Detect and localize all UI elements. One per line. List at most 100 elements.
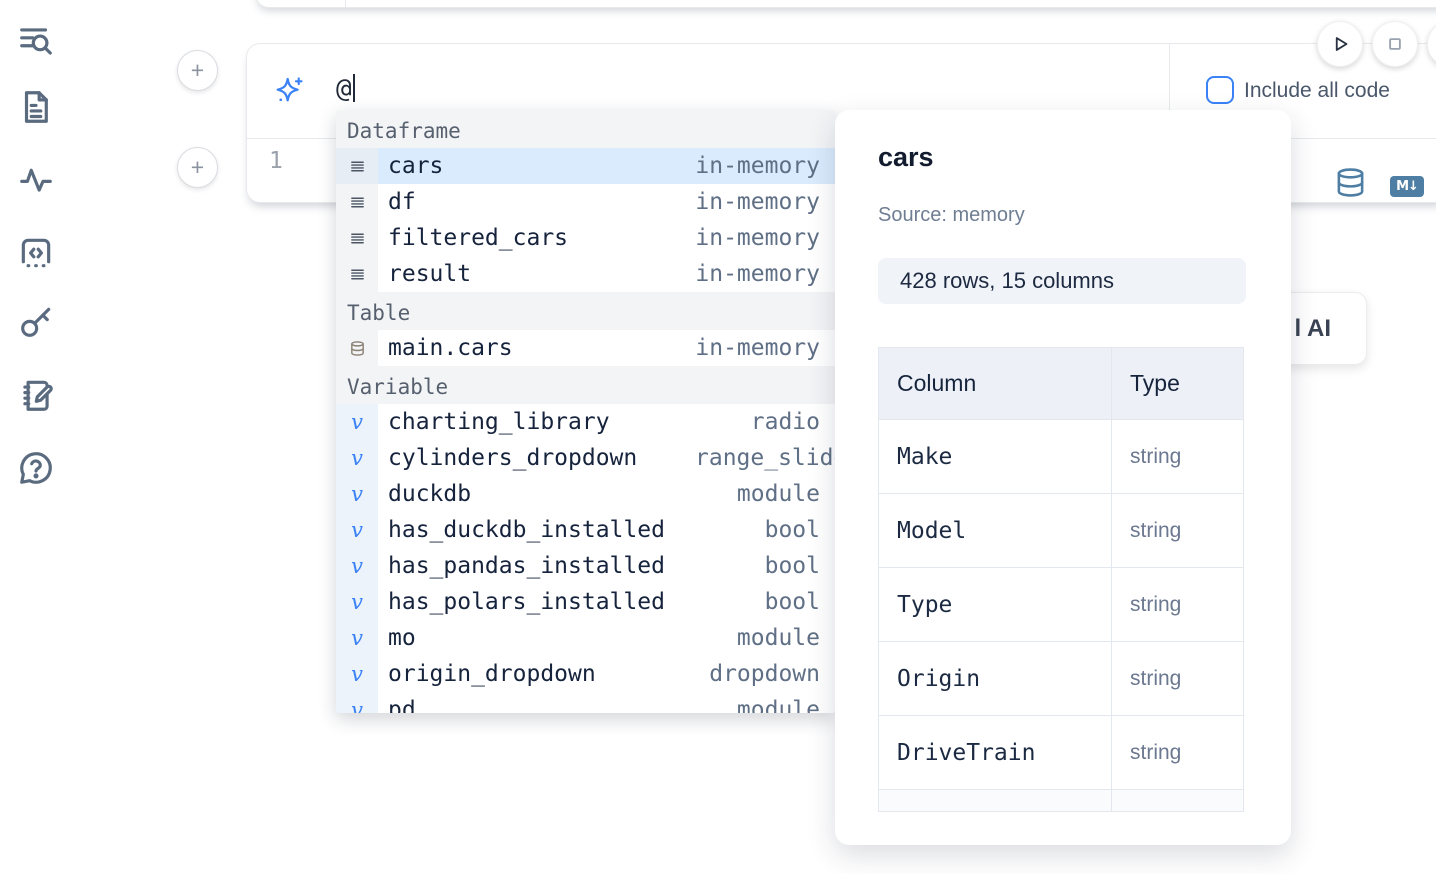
previous-cell-gutter-divider — [345, 0, 346, 8]
run-cell-button[interactable] — [1317, 21, 1363, 67]
text-cursor — [352, 74, 355, 102]
autocomplete-section-header: Table — [336, 292, 835, 330]
autocomplete-section-header: Variable — [336, 366, 835, 404]
scratchpad-icon[interactable] — [17, 376, 55, 414]
stop-icon — [1389, 38, 1401, 50]
key-icon[interactable] — [17, 303, 55, 341]
schema-column-type: string — [1130, 740, 1182, 764]
dataframe-icon — [336, 220, 378, 256]
variable-icon: v — [336, 440, 378, 476]
autocomplete-item-name: has_polars_installed — [388, 589, 665, 615]
snippets-icon[interactable] — [17, 234, 55, 272]
include-all-code-label: Include all code — [1244, 79, 1390, 102]
autocomplete-item-type: in-memory — [695, 261, 820, 287]
schema-row-partial — [879, 790, 1243, 811]
schema-header-column: Column — [879, 348, 1112, 419]
autocomplete-item[interactable]: filtered_cars in-memory — [336, 220, 835, 256]
schema-column-name: DriveTrain — [897, 739, 1036, 766]
line-number: 1 — [269, 148, 283, 174]
autocomplete-item[interactable]: cars in-memory — [336, 148, 835, 184]
previous-cell-edge — [255, 0, 1436, 8]
help-icon[interactable] — [17, 449, 55, 487]
autocomplete-item[interactable]: main.cars in-memory — [336, 330, 835, 366]
preview-summary-badge: 428 rows, 15 columns — [878, 258, 1246, 304]
dataframe-icon — [336, 148, 378, 184]
variable-icon: v — [336, 512, 378, 548]
autocomplete-item-type: bool — [764, 553, 820, 579]
variable-icon: v — [336, 404, 378, 440]
toc-search-icon[interactable] — [17, 22, 55, 60]
dataframe-preview-panel: cars Source: memory 428 rows, 15 columns… — [835, 110, 1291, 845]
schema-row: Model string — [879, 494, 1243, 568]
variable-icon: v — [336, 620, 378, 656]
autocomplete-item-name: result — [388, 261, 472, 287]
schema-row: DriveTrain string — [879, 716, 1243, 790]
autocomplete-item-name: has_duckdb_installed — [388, 517, 665, 543]
autocomplete-item-name: origin_dropdown — [388, 661, 596, 687]
autocomplete-item-type: radio — [750, 409, 820, 435]
autocomplete-item[interactable]: v has_duckdb_installed bool — [336, 512, 835, 548]
autocomplete-item-type: in-memory — [695, 225, 820, 251]
activity-icon[interactable] — [17, 160, 55, 198]
preview-source: Source: memory — [878, 204, 1025, 226]
autocomplete-item[interactable]: result in-memory — [336, 256, 835, 292]
autocomplete-item-type: module — [736, 481, 820, 507]
variable-icon: v — [336, 548, 378, 584]
autocomplete-item-name: pd — [388, 697, 416, 713]
add-cell-above-button[interactable]: + — [177, 50, 218, 91]
autocomplete-section-header: Dataframe — [336, 110, 835, 148]
play-icon — [1335, 37, 1348, 51]
autocomplete-item-name: duckdb — [388, 481, 472, 507]
markdown-icon[interactable]: M↓ — [1390, 176, 1424, 197]
schema-column-name: Make — [897, 443, 953, 470]
table-database-icon — [336, 330, 378, 366]
autocomplete-item-type: bool — [764, 589, 820, 615]
schema-header-row: Column Type — [879, 348, 1243, 420]
autocomplete-item-type: bool — [764, 517, 820, 543]
autocomplete-item-name: df — [388, 189, 416, 215]
autocomplete-item-name: filtered_cars — [388, 225, 569, 251]
ai-prompt-input[interactable]: @ — [336, 74, 355, 104]
autocomplete-item[interactable]: v has_polars_installed bool — [336, 584, 835, 620]
document-icon[interactable] — [17, 88, 55, 126]
prompt-divider — [1169, 44, 1170, 138]
stop-button[interactable] — [1372, 21, 1418, 67]
schema-column-type: string — [1130, 666, 1182, 690]
variable-icon: v — [336, 584, 378, 620]
schema-row: Make string — [879, 420, 1243, 494]
autocomplete-item-name: cylinders_dropdown — [388, 445, 638, 471]
autocomplete-item[interactable]: v origin_dropdown dropdown — [336, 656, 835, 692]
schema-column-type: string — [1130, 592, 1182, 616]
add-cell-below-button[interactable]: + — [177, 147, 218, 188]
autocomplete-item-name: charting_library — [388, 409, 610, 435]
schema-header-type: Type — [1130, 370, 1180, 396]
variable-icon: v — [336, 692, 378, 713]
autocomplete-item-name: main.cars — [388, 335, 513, 361]
code-editor-row[interactable]: 1 — [247, 139, 1436, 202]
include-all-code-checkbox[interactable] — [1206, 76, 1234, 104]
variable-icon: v — [336, 656, 378, 692]
schema-row: Type string — [879, 568, 1243, 642]
autocomplete-item[interactable]: v charting_library radio — [336, 404, 835, 440]
preview-title: cars — [878, 142, 934, 172]
schema-column-name: Origin — [897, 665, 981, 692]
sparkles-icon — [273, 75, 305, 107]
database-icon[interactable] — [1335, 167, 1366, 201]
autocomplete-item-name: cars — [388, 153, 444, 179]
schema-column-name: Type — [897, 591, 953, 618]
autocomplete-item-type: dropdown — [709, 661, 820, 687]
autocomplete-item-name: mo — [388, 625, 416, 651]
autocomplete-item-type: in-memory — [695, 153, 820, 179]
schema-column-type: string — [1130, 518, 1182, 542]
preview-summary-text: 428 rows, 15 columns — [900, 268, 1114, 293]
autocomplete-item-type: in-memory — [695, 335, 820, 361]
